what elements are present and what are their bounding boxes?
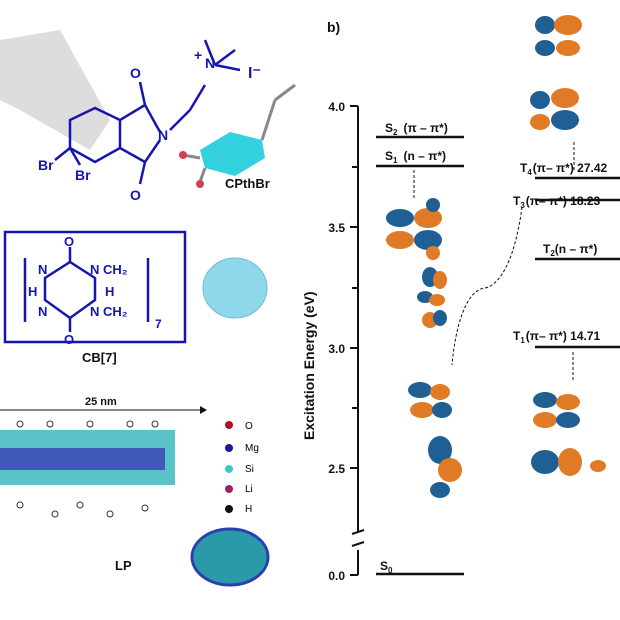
legend-li: Li xyxy=(245,484,253,495)
cpthbr-3d-model xyxy=(179,83,296,188)
atom-h: H xyxy=(105,284,114,299)
orbital-s0-homo xyxy=(408,382,452,418)
legend-marker-o xyxy=(225,421,233,429)
panel-label: b) xyxy=(327,19,340,35)
lp-3d-model xyxy=(190,527,270,587)
legend-marker-si xyxy=(225,465,233,473)
level-label-t3: T3(π– π*) 18.23 xyxy=(513,194,601,210)
ch2-group: CH₂ xyxy=(103,304,128,319)
arrow-head xyxy=(200,406,207,414)
orbital-s0-lumo xyxy=(428,436,462,498)
legend-h: H xyxy=(245,504,252,515)
iodide: I⁻ xyxy=(248,65,261,82)
atom-br: Br xyxy=(75,167,91,183)
atom-n: N xyxy=(38,304,47,319)
atom-o: O xyxy=(64,332,74,347)
level-label-s1: S1(n – π*) xyxy=(385,149,446,165)
orbital-t1 xyxy=(531,392,606,476)
level-label-t4: T4(π– π*) 27.42 xyxy=(520,161,608,177)
legend-marker-h xyxy=(225,505,233,513)
lp-legend: O Mg Si Li H xyxy=(225,421,259,515)
level-label-s2: S2(π – π*) xyxy=(385,121,448,137)
legend-marker-li xyxy=(225,485,233,493)
tick-label: 0.0 xyxy=(328,569,345,583)
legend-o: O xyxy=(245,421,253,432)
cb7-structure xyxy=(3,230,187,344)
y-axis xyxy=(350,105,365,576)
cb7-3d-model xyxy=(202,257,268,319)
legend-si: Si xyxy=(245,464,254,475)
atom-o: O xyxy=(130,187,141,203)
repeat-count: 7 xyxy=(155,317,162,331)
cpthbr-label: CPthBr xyxy=(225,176,270,191)
atom-o: O xyxy=(64,234,74,249)
level-label-t2: T2(n – π*) xyxy=(543,242,597,258)
lp-label: LP xyxy=(115,558,132,573)
charge-plus: + xyxy=(194,47,202,63)
tick-label: 4.0 xyxy=(328,100,345,114)
lp-crystal-structure xyxy=(0,420,175,518)
tick-label: 3.0 xyxy=(328,342,345,356)
level-label-t1: T1(π– π*) 14.71 xyxy=(513,329,601,345)
atom-n: N xyxy=(205,55,215,71)
tick-label: 2.5 xyxy=(328,462,345,476)
cpthbr-structure xyxy=(54,39,241,185)
transition-arrows xyxy=(413,142,575,380)
shadow-shape xyxy=(0,30,110,150)
y-axis-label: Excitation Energy (eV) xyxy=(301,291,317,440)
orbital-t4 xyxy=(530,15,582,130)
tick-label: 3.5 xyxy=(328,221,345,235)
cb7-label: CB[7] xyxy=(82,350,117,365)
scale-label: 25 nm xyxy=(85,396,117,408)
atom-n: N xyxy=(90,262,99,277)
atom-h: H xyxy=(28,284,37,299)
legend-marker-mg xyxy=(225,444,233,452)
ch2-group: CH₂ xyxy=(103,262,128,277)
atom-n: N xyxy=(158,127,168,143)
orbital-s1-lumo xyxy=(417,267,447,328)
legend-mg: Mg xyxy=(245,443,259,454)
atom-n: N xyxy=(38,262,47,277)
atom-br: Br xyxy=(38,157,54,173)
energy-levels xyxy=(376,135,620,576)
atom-o: O xyxy=(130,65,141,81)
orbital-s1-homo xyxy=(386,198,442,260)
level-label-s0: S0 xyxy=(380,559,393,575)
atom-n: N xyxy=(90,304,99,319)
